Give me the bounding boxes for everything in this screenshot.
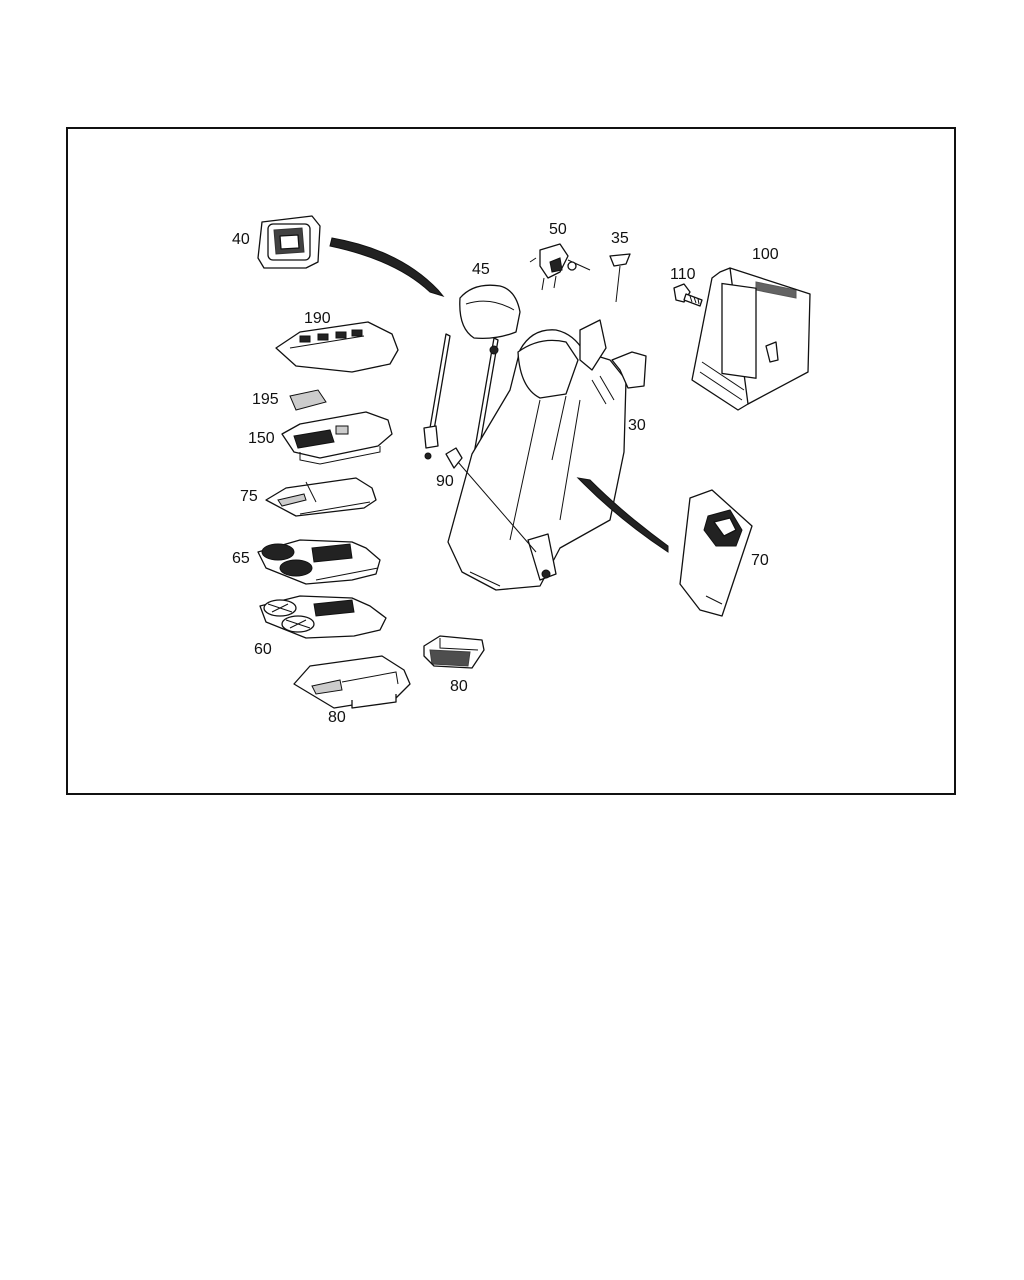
callout-50: 50 xyxy=(549,221,567,238)
part-80-small-box xyxy=(423,635,485,669)
diagram-frame xyxy=(66,127,956,795)
arrow-40-to-45 xyxy=(329,237,445,297)
part-70-cover-panel xyxy=(679,489,753,617)
callout-70: 70 xyxy=(751,552,769,569)
callout-75: 75 xyxy=(240,488,258,505)
callout-195: 195 xyxy=(252,391,279,408)
callout-80-small-box: 80 xyxy=(450,678,468,695)
part-75-lid xyxy=(265,477,377,517)
part-40-switch-bezel xyxy=(257,215,321,269)
part-30-seat-frame xyxy=(447,319,647,591)
callout-190: 190 xyxy=(304,310,331,327)
callout-80-tray: 80 xyxy=(328,709,346,726)
part-190-trim-panel xyxy=(275,321,399,373)
callout-35: 35 xyxy=(611,230,629,247)
part-195-cover xyxy=(289,389,327,411)
callout-90: 90 xyxy=(436,473,454,490)
callout-110: 110 xyxy=(670,266,696,283)
callout-100: 100 xyxy=(752,246,779,263)
callout-45: 45 xyxy=(472,261,490,278)
callout-30: 30 xyxy=(628,417,646,434)
callout-150: 150 xyxy=(248,430,275,447)
callout-60: 60 xyxy=(254,641,272,658)
arrow-70-to-30 xyxy=(576,477,669,553)
callout-40: 40 xyxy=(232,231,250,248)
part-65-cup-holder xyxy=(257,539,381,585)
part-150-storage-tray xyxy=(281,411,393,465)
part-50-release-mechanism xyxy=(529,243,591,291)
part-35-clip xyxy=(609,253,631,303)
callout-65: 65 xyxy=(232,550,250,567)
part-80-tray-insert xyxy=(293,655,411,709)
part-100-rear-panel xyxy=(691,267,811,411)
part-110-screw xyxy=(673,283,703,307)
part-60-cup-holder xyxy=(259,595,387,639)
part-90-bolt xyxy=(445,447,537,553)
